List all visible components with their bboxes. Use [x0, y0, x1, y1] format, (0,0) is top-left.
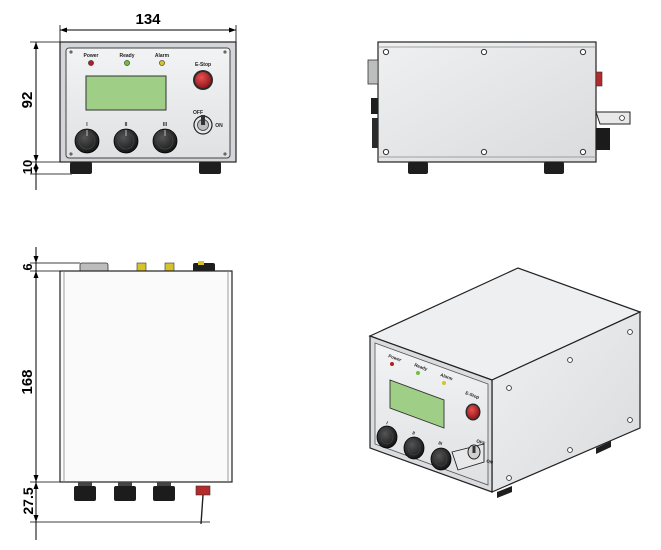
top-knob-2: [114, 482, 136, 501]
iso-estop-button: [467, 405, 479, 419]
top-estop: [195, 485, 211, 496]
iso-knob-1: [376, 425, 398, 449]
estop-label: E-Stop: [195, 62, 211, 68]
side-view: [367, 41, 631, 174]
iso-key-off-label: OFF: [476, 438, 486, 446]
iso-lcd-display: [389, 379, 445, 429]
width-dimension: 134: [59, 11, 237, 44]
side-housing: [377, 41, 597, 163]
rear-cable-gland: [372, 118, 378, 148]
side-knob: [596, 128, 610, 150]
iso-power-label: Power: [388, 353, 403, 362]
side-foot-right: [544, 162, 564, 174]
iso-power-led: [390, 362, 394, 366]
knob-2-label: II: [125, 122, 128, 128]
top-protrusion-label: 6: [20, 263, 35, 270]
width-label: 134: [135, 11, 161, 28]
top-knob-3: [153, 482, 175, 501]
iso-knob-2: [403, 436, 425, 460]
top-housing: [59, 270, 233, 483]
power-label: Power: [83, 53, 98, 59]
iso-foot-front: [497, 486, 512, 498]
knob-3-label: III: [163, 122, 168, 128]
iso-knob-3: [430, 447, 452, 471]
top-knob-1: [74, 482, 96, 501]
top-view: 6 168 27.5: [19, 247, 233, 540]
isometric-view: Power Ready Alarm E-Stop I II III: [368, 267, 642, 498]
key-plate: [595, 111, 631, 125]
iso-alarm-label: Alarm: [440, 372, 454, 381]
foot-left: [70, 162, 92, 174]
knob-3: [152, 128, 178, 154]
knob-1-label: I: [86, 122, 88, 128]
ready-led: [124, 60, 130, 66]
depth-label: 168: [19, 369, 36, 394]
iso-knob-3-label: III: [438, 440, 443, 446]
front-view: 134 92 10 Power Ready Alarm: [19, 11, 237, 190]
foot-height-label: 10: [20, 160, 35, 174]
knob-2: [113, 128, 139, 154]
height-dimension: 92 10: [19, 41, 72, 190]
iso-key-on-label: ON: [486, 458, 494, 465]
key-on-label: ON: [215, 123, 223, 129]
lcd-display: [85, 75, 167, 111]
rear-connector-black: [371, 98, 378, 114]
key-off-label: OFF: [193, 110, 203, 116]
power-led: [88, 60, 94, 66]
iso-ready-led: [416, 371, 420, 375]
ready-label: Ready: [119, 53, 134, 59]
iso-knob-2-label: II: [412, 430, 416, 436]
estop-button: [195, 72, 211, 88]
knob-1: [74, 128, 100, 154]
alarm-led: [159, 60, 165, 66]
iso-key-switch: [451, 443, 485, 471]
foot-right: [199, 162, 221, 174]
rear-connector: [367, 59, 379, 85]
iso-alarm-led: [442, 381, 446, 385]
knob-protrusion-label: 27.5: [20, 487, 36, 514]
side-foot-left: [408, 162, 428, 174]
iso-knob-1-label: I: [386, 420, 389, 425]
top-connector-black: [193, 263, 215, 272]
height-label: 92: [19, 92, 36, 109]
iso-foot-rear: [596, 441, 611, 454]
top-key: [200, 494, 204, 525]
alarm-label: Alarm: [155, 53, 170, 59]
key-switch: [193, 115, 213, 135]
depth-dimension: 6 168 27.5: [19, 247, 210, 540]
side-estop: [595, 71, 603, 87]
iso-ready-label: Ready: [414, 362, 429, 371]
iso-estop-label: E-Stop: [465, 390, 481, 400]
